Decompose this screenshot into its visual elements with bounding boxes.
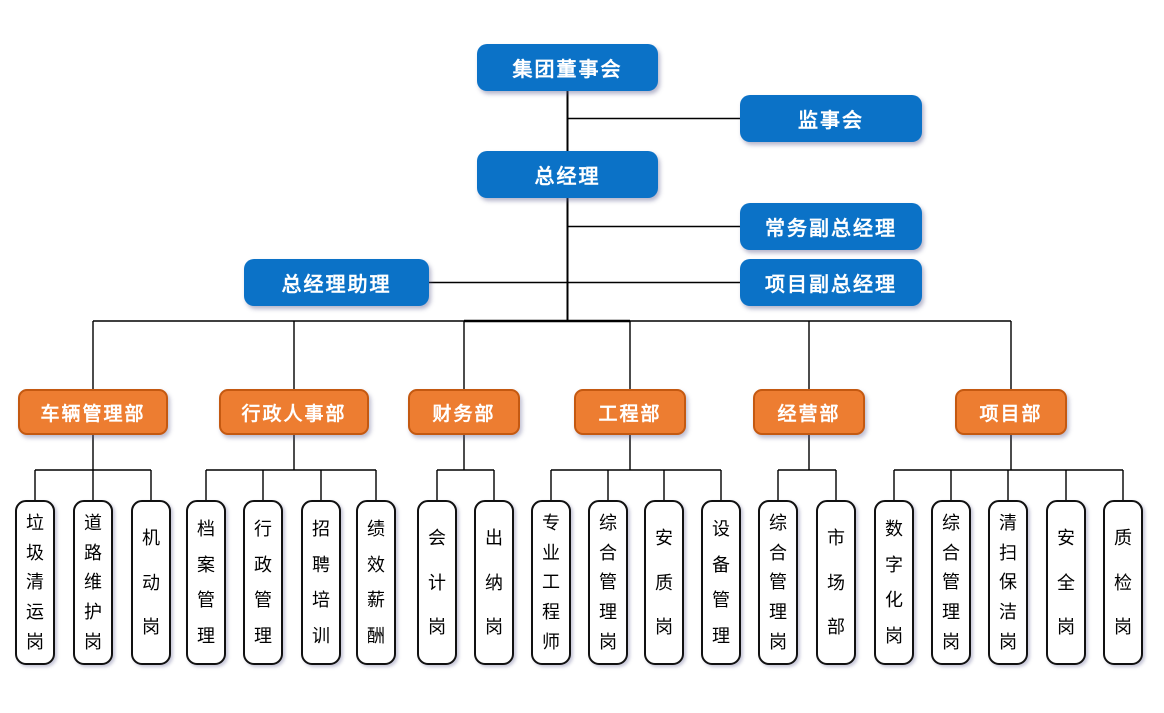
- pos-cleaning: 清扫保洁岗: [988, 500, 1028, 665]
- pos-archives-management: 档案管理: [186, 500, 226, 665]
- node-supervisory-board: 监事会: [740, 95, 922, 142]
- dept-engineering: 工程部: [574, 389, 686, 435]
- node-executive-deputy-gm: 常务副总经理: [740, 203, 922, 250]
- pos-professional-engineer: 专业工程师: [531, 500, 571, 665]
- pos-admin-management: 行政管理: [243, 500, 283, 665]
- pos-eng-general-mgmt: 综合管理岗: [588, 500, 628, 665]
- pos-market: 市场部: [816, 500, 856, 665]
- pos-quality-inspection: 质检岗: [1103, 500, 1143, 665]
- pos-safety: 安全岗: [1046, 500, 1086, 665]
- pos-performance-pay: 绩效薪酬: [356, 500, 396, 665]
- node-group-board: 集团董事会: [477, 44, 658, 91]
- dept-project: 项目部: [955, 389, 1067, 435]
- pos-cashier: 出纳岗: [474, 500, 514, 665]
- pos-equipment-mgmt: 设备管理: [701, 500, 741, 665]
- pos-proj-general-mgmt: 综合管理岗: [931, 500, 971, 665]
- dept-operations: 经营部: [753, 389, 865, 435]
- pos-digitalization: 数字化岗: [874, 500, 914, 665]
- pos-safety-quality: 安质岗: [644, 500, 684, 665]
- pos-garbage-removal: 垃圾清运岗: [15, 500, 55, 665]
- dept-finance: 财务部: [408, 389, 520, 435]
- pos-mobile-duty: 机动岗: [131, 500, 171, 665]
- pos-recruit-training: 招聘培训: [301, 500, 341, 665]
- pos-road-maintenance: 道路维护岗: [73, 500, 113, 665]
- pos-accounting: 会计岗: [417, 500, 457, 665]
- node-project-deputy-gm: 项目副总经理: [740, 259, 922, 306]
- dept-vehicle-management: 车辆管理部: [18, 389, 168, 435]
- dept-admin-hr: 行政人事部: [219, 389, 369, 435]
- node-gm-assistant: 总经理助理: [244, 259, 429, 306]
- pos-ops-general-mgmt: 综合管理岗: [758, 500, 798, 665]
- node-general-manager: 总经理: [477, 151, 658, 198]
